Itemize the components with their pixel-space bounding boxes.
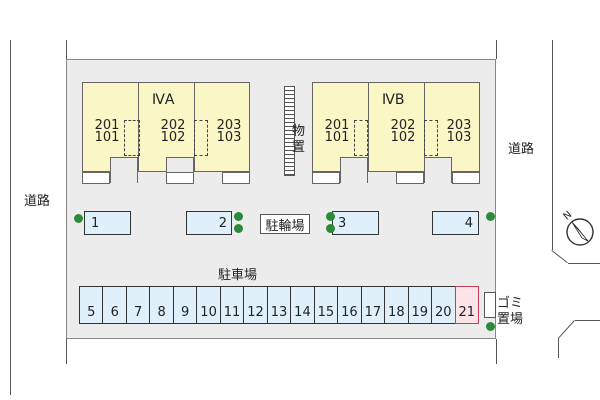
parking-space-7: 7 xyxy=(125,286,151,324)
storage-shed xyxy=(284,86,295,176)
right-road-edge-lower xyxy=(558,338,559,358)
parking-space-14: 14 xyxy=(290,286,315,324)
parking-space-6: 6 xyxy=(102,286,127,324)
garbage-label: ゴミ置場 xyxy=(497,296,524,327)
parking-label: 駐車場 xyxy=(218,268,258,283)
left-road-edge-inner-bottom xyxy=(66,339,67,364)
left-road-edge-inner-top xyxy=(66,40,67,59)
parking-space-20: 20 xyxy=(431,286,456,324)
right-road-edge-cross xyxy=(568,263,600,264)
parking-space-4: 4 xyxy=(432,211,479,235)
parking-space-21: 21 xyxy=(454,286,479,324)
parking-space-17: 17 xyxy=(360,286,386,324)
parking-space-15: 15 xyxy=(313,286,339,324)
tree xyxy=(326,212,335,221)
right-road-corner-lower xyxy=(558,320,575,339)
garbage-box xyxy=(484,292,496,318)
parking-space-8: 8 xyxy=(149,286,174,324)
parking-space-13: 13 xyxy=(266,286,292,324)
parking-space-16: 16 xyxy=(337,286,362,324)
tree xyxy=(486,322,495,331)
tree xyxy=(234,224,243,233)
parking-space-1: 1 xyxy=(84,211,131,235)
tree xyxy=(234,212,243,221)
left-road-label: 道路 xyxy=(24,194,51,209)
right-road-corner xyxy=(551,250,568,264)
building-ivb-name: ⅣB xyxy=(382,92,405,108)
storage-label: 物置 xyxy=(292,124,306,155)
bicycle-parking: 駐輪場 xyxy=(260,214,310,234)
right-road-edge-inner-bottom xyxy=(496,339,497,364)
right-road-edge-upper xyxy=(552,40,553,250)
parking-space-3: 3 xyxy=(332,211,379,235)
parking-space-18: 18 xyxy=(384,286,409,324)
parking-space-2: 2 xyxy=(186,211,232,235)
parking-space-9: 9 xyxy=(172,286,198,324)
parking-space-12: 12 xyxy=(243,286,268,324)
left-road-edge xyxy=(10,40,11,395)
compass-icon: N xyxy=(561,209,594,246)
tree xyxy=(326,224,335,233)
tree xyxy=(74,214,83,223)
right-road-edge-inner-top xyxy=(496,40,497,59)
parking-space-11: 11 xyxy=(219,286,245,324)
building-iva-name: ⅣA xyxy=(152,92,175,108)
parking-space-5: 5 xyxy=(79,286,104,324)
tree xyxy=(486,212,495,221)
svg-text:N: N xyxy=(561,209,574,222)
parking-space-10: 10 xyxy=(196,286,221,324)
right-road-edge-cross-lower xyxy=(575,320,600,321)
parking-space-19: 19 xyxy=(407,286,433,324)
right-road-label: 道路 xyxy=(508,142,535,157)
